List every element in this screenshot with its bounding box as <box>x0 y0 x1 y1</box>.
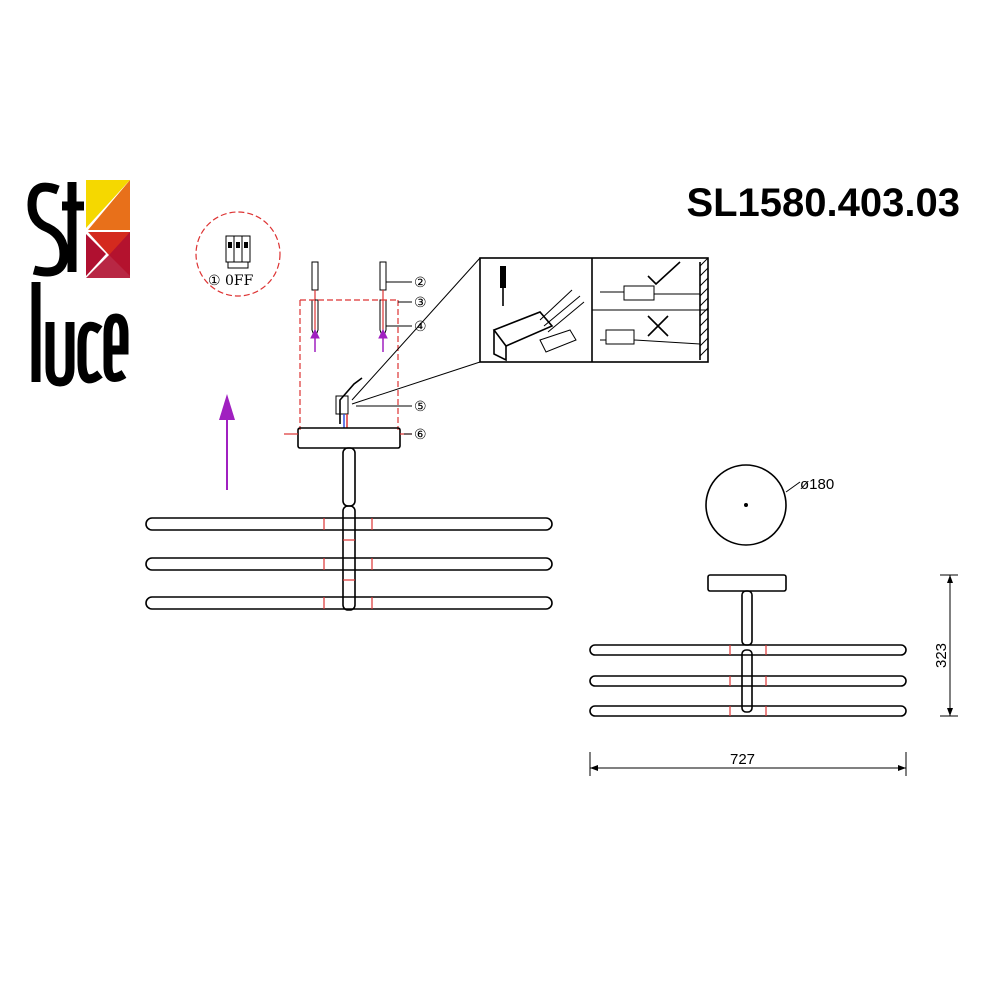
callout-4: ④ <box>414 319 427 335</box>
light-bar-1 <box>145 517 553 531</box>
height-dimension: 323 <box>933 574 958 717</box>
stem <box>342 447 356 507</box>
mounting-hardware <box>299 261 412 430</box>
callout-3: ③ <box>414 295 427 311</box>
top-view: ø180 <box>705 464 834 546</box>
logo-tile-crimson-2 <box>86 232 130 278</box>
power-off-step: ① 0FF <box>195 211 281 297</box>
wrong-connection-icon <box>600 315 701 345</box>
height-label: 323 <box>933 643 950 668</box>
diameter-label: ø180 <box>800 476 834 493</box>
callout-5: ⑤ <box>414 399 427 415</box>
correct-connection-icon <box>600 261 700 301</box>
screw-left <box>311 261 319 340</box>
screw-arrows <box>310 328 388 352</box>
terminal-block-icon <box>492 289 585 362</box>
circuit-breaker-icon <box>225 235 251 269</box>
st-luce-logo <box>27 180 130 387</box>
canopy-top-view <box>705 464 787 546</box>
callout-6: ⑥ <box>414 427 427 443</box>
screwdriver-icon <box>500 266 506 306</box>
lift-arrow <box>219 394 235 490</box>
logo-letters-st <box>27 182 84 277</box>
callout-2: ② <box>414 275 427 291</box>
power-off-circle <box>195 211 281 297</box>
model-number: SL1580.403.03 <box>686 181 960 225</box>
front-view <box>589 574 907 717</box>
wiring-detail-inset <box>351 257 709 405</box>
light-bar-3 <box>145 596 553 610</box>
width-label: 727 <box>730 751 755 768</box>
canopy-plate <box>297 427 401 449</box>
screw-right <box>379 261 387 340</box>
logo-letters-luce <box>31 282 129 387</box>
wire-junction <box>335 377 412 428</box>
logo-tile-crimson <box>86 234 106 276</box>
logo-tile-orange <box>88 180 130 230</box>
lamp-assembly-main <box>145 427 553 611</box>
power-off-label: ① 0FF <box>208 273 254 289</box>
light-bar-2 <box>145 557 553 571</box>
wall-hatching <box>699 257 709 360</box>
bracket-guide <box>299 299 399 430</box>
width-dimension: 727 <box>589 751 907 776</box>
logo-tile-yellow <box>86 180 130 228</box>
